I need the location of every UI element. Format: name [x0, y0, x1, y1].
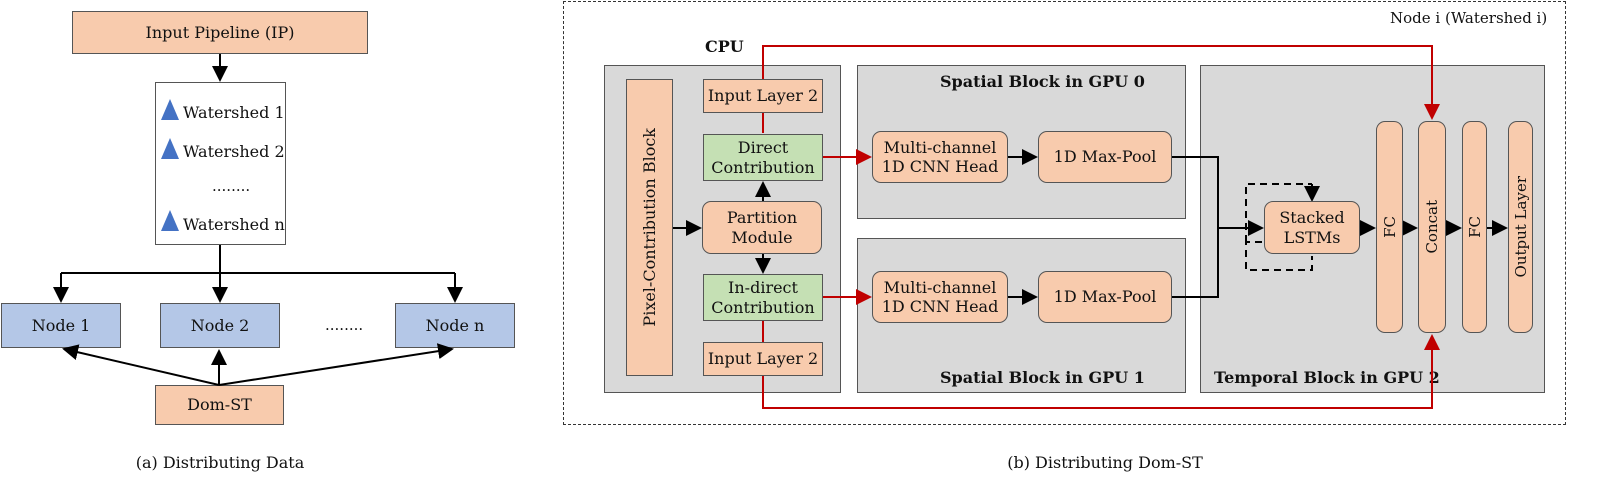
- cpu-label: CPU: [705, 37, 744, 56]
- concat-label: Concat: [1423, 200, 1441, 254]
- partition-module-label: Partition Module: [726, 208, 798, 247]
- pixel-contribution-label: Pixel-Contribution Block: [639, 128, 659, 327]
- maxpool-bottom-box: 1D Max-Pool: [1038, 271, 1172, 323]
- input-pipeline-box: Input Pipeline (IP): [72, 11, 368, 54]
- stacked-lstms-box: Stacked LSTMs: [1264, 201, 1360, 254]
- input-layer-top-label: Input Layer 2: [707, 86, 819, 106]
- node-1-label: Node 1: [31, 315, 91, 335]
- watershed-2-label: Watershed 2: [183, 142, 285, 161]
- fc2-label: FC: [1465, 216, 1484, 238]
- fc1-box: FC: [1376, 121, 1403, 333]
- input-pipeline-label: Input Pipeline (IP): [145, 22, 295, 42]
- left-diagram-arrows: [53, 54, 463, 386]
- output-layer-label: Output Layer: [1511, 176, 1530, 278]
- node-i-label: Node i (Watershed i): [1390, 9, 1548, 27]
- dom-st-label: Dom-ST: [187, 395, 252, 415]
- cnn-head-bottom-label: Multi-channel 1D CNN Head: [881, 277, 999, 316]
- node-2-box: Node 2: [160, 303, 280, 348]
- spatial0-title: Spatial Block in GPU 0: [940, 72, 1145, 91]
- watershed-list: Watershed 1 Watershed 2 ........ Watersh…: [155, 82, 286, 245]
- fc1-label: FC: [1380, 216, 1399, 238]
- maxpool-top-label: 1D Max-Pool: [1053, 147, 1157, 167]
- cnn-head-top-box: Multi-channel 1D CNN Head: [872, 131, 1008, 183]
- watershed-2-triangle-icon: [161, 138, 179, 159]
- temporal-title: Temporal Block in GPU 2: [1214, 368, 1440, 387]
- maxpool-top-box: 1D Max-Pool: [1038, 131, 1172, 183]
- indirect-contribution-box: In-direct Contribution: [703, 274, 823, 321]
- maxpool-bottom-label: 1D Max-Pool: [1053, 287, 1157, 307]
- indirect-contribution-label: In-direct Contribution: [711, 278, 815, 317]
- output-layer-box: Output Layer: [1508, 121, 1533, 333]
- input-layer-bottom-label: Input Layer 2: [707, 349, 819, 369]
- partition-module-box: Partition Module: [702, 201, 822, 254]
- node-n-box: Node n: [395, 303, 515, 348]
- cnn-head-top-label: Multi-channel 1D CNN Head: [881, 137, 999, 176]
- cnn-head-bottom-box: Multi-channel 1D CNN Head: [872, 271, 1008, 323]
- concat-box: Concat: [1418, 121, 1446, 333]
- caption-a: (a) Distributing Data: [135, 453, 305, 473]
- direct-contribution-label: Direct Contribution: [711, 138, 815, 177]
- watershed-1-triangle-icon: [161, 99, 179, 120]
- node-1-box: Node 1: [1, 303, 121, 348]
- stacked-lstms-label: Stacked LSTMs: [1279, 208, 1345, 247]
- fc2-box: FC: [1462, 121, 1487, 333]
- spatial1-title: Spatial Block in GPU 1: [940, 368, 1145, 387]
- lstm-recurrent-loop: [1245, 241, 1313, 271]
- watershed-n-triangle-icon: [161, 210, 179, 231]
- direct-contribution-box: Direct Contribution: [703, 134, 823, 181]
- watershed-1-label: Watershed 1: [183, 103, 285, 122]
- watershed-ellipsis: ........: [212, 177, 251, 195]
- node-i-frame: [563, 1, 1566, 425]
- input-layer-top-box: Input Layer 2: [703, 79, 823, 113]
- input-layer-bottom-box: Input Layer 2: [703, 342, 823, 376]
- red-skip-arrows: [762, 45, 1440, 409]
- watershed-n-label: Watershed n: [183, 215, 285, 234]
- pixel-contribution-block: Pixel-Contribution Block: [626, 79, 673, 376]
- node-n-label: Node n: [425, 315, 485, 335]
- nodes-ellipsis: ........: [325, 316, 364, 334]
- node-2-label: Node 2: [190, 315, 250, 335]
- caption-b: (b) Distributing Dom-ST: [1007, 453, 1203, 473]
- right-diagram-arrows: [673, 149, 1508, 305]
